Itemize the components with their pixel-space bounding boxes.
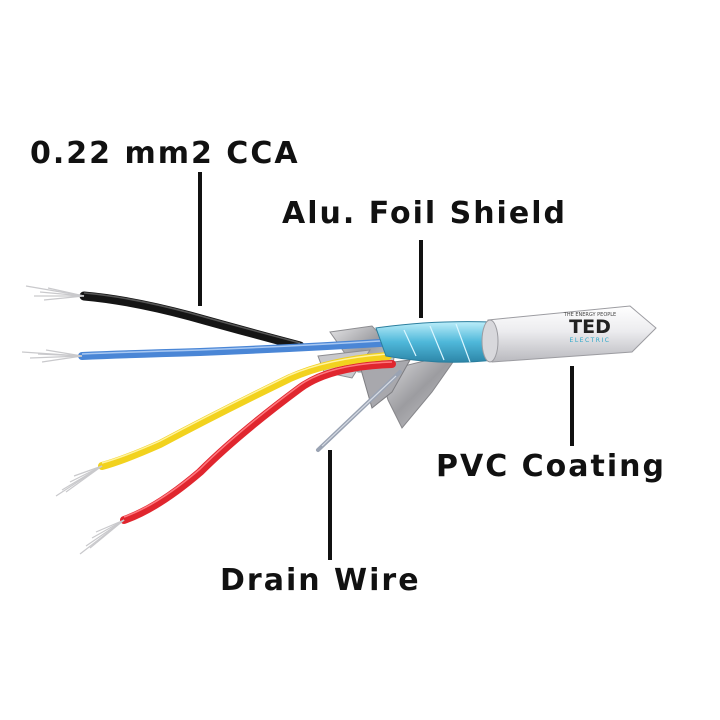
yellow-wire-strands: [55, 465, 103, 497]
svg-text:TED: TED: [569, 316, 611, 338]
drain-wire: [316, 370, 402, 452]
conductor-label: 0.22 mm2 CCA: [30, 136, 300, 171]
black-wire: [25, 285, 305, 351]
blue-wire-strands: [21, 349, 83, 363]
blue-wire: [21, 338, 400, 363]
foil-shield-label: Alu. Foil Shield: [282, 196, 567, 231]
black-wire-strands: [25, 285, 85, 301]
pvc-coating-label: PVC Coating: [436, 449, 666, 484]
leader-lines: [198, 172, 574, 560]
foil-wrap-blue: [375, 321, 495, 363]
drain-wire-label: Drain Wire: [220, 563, 421, 598]
ted-electric-logo: THE ENERGY PEOPLE TED ELECTRIC: [563, 312, 616, 344]
svg-text:THE ENERGY PEOPLE: THE ENERGY PEOPLE: [563, 312, 616, 318]
red-wire-strands: [79, 519, 125, 555]
yellow-wire: [55, 352, 392, 497]
svg-text:ELECTRIC: ELECTRIC: [570, 337, 611, 344]
pvc-jacket: [481, 305, 657, 363]
red-wire: [79, 360, 396, 555]
